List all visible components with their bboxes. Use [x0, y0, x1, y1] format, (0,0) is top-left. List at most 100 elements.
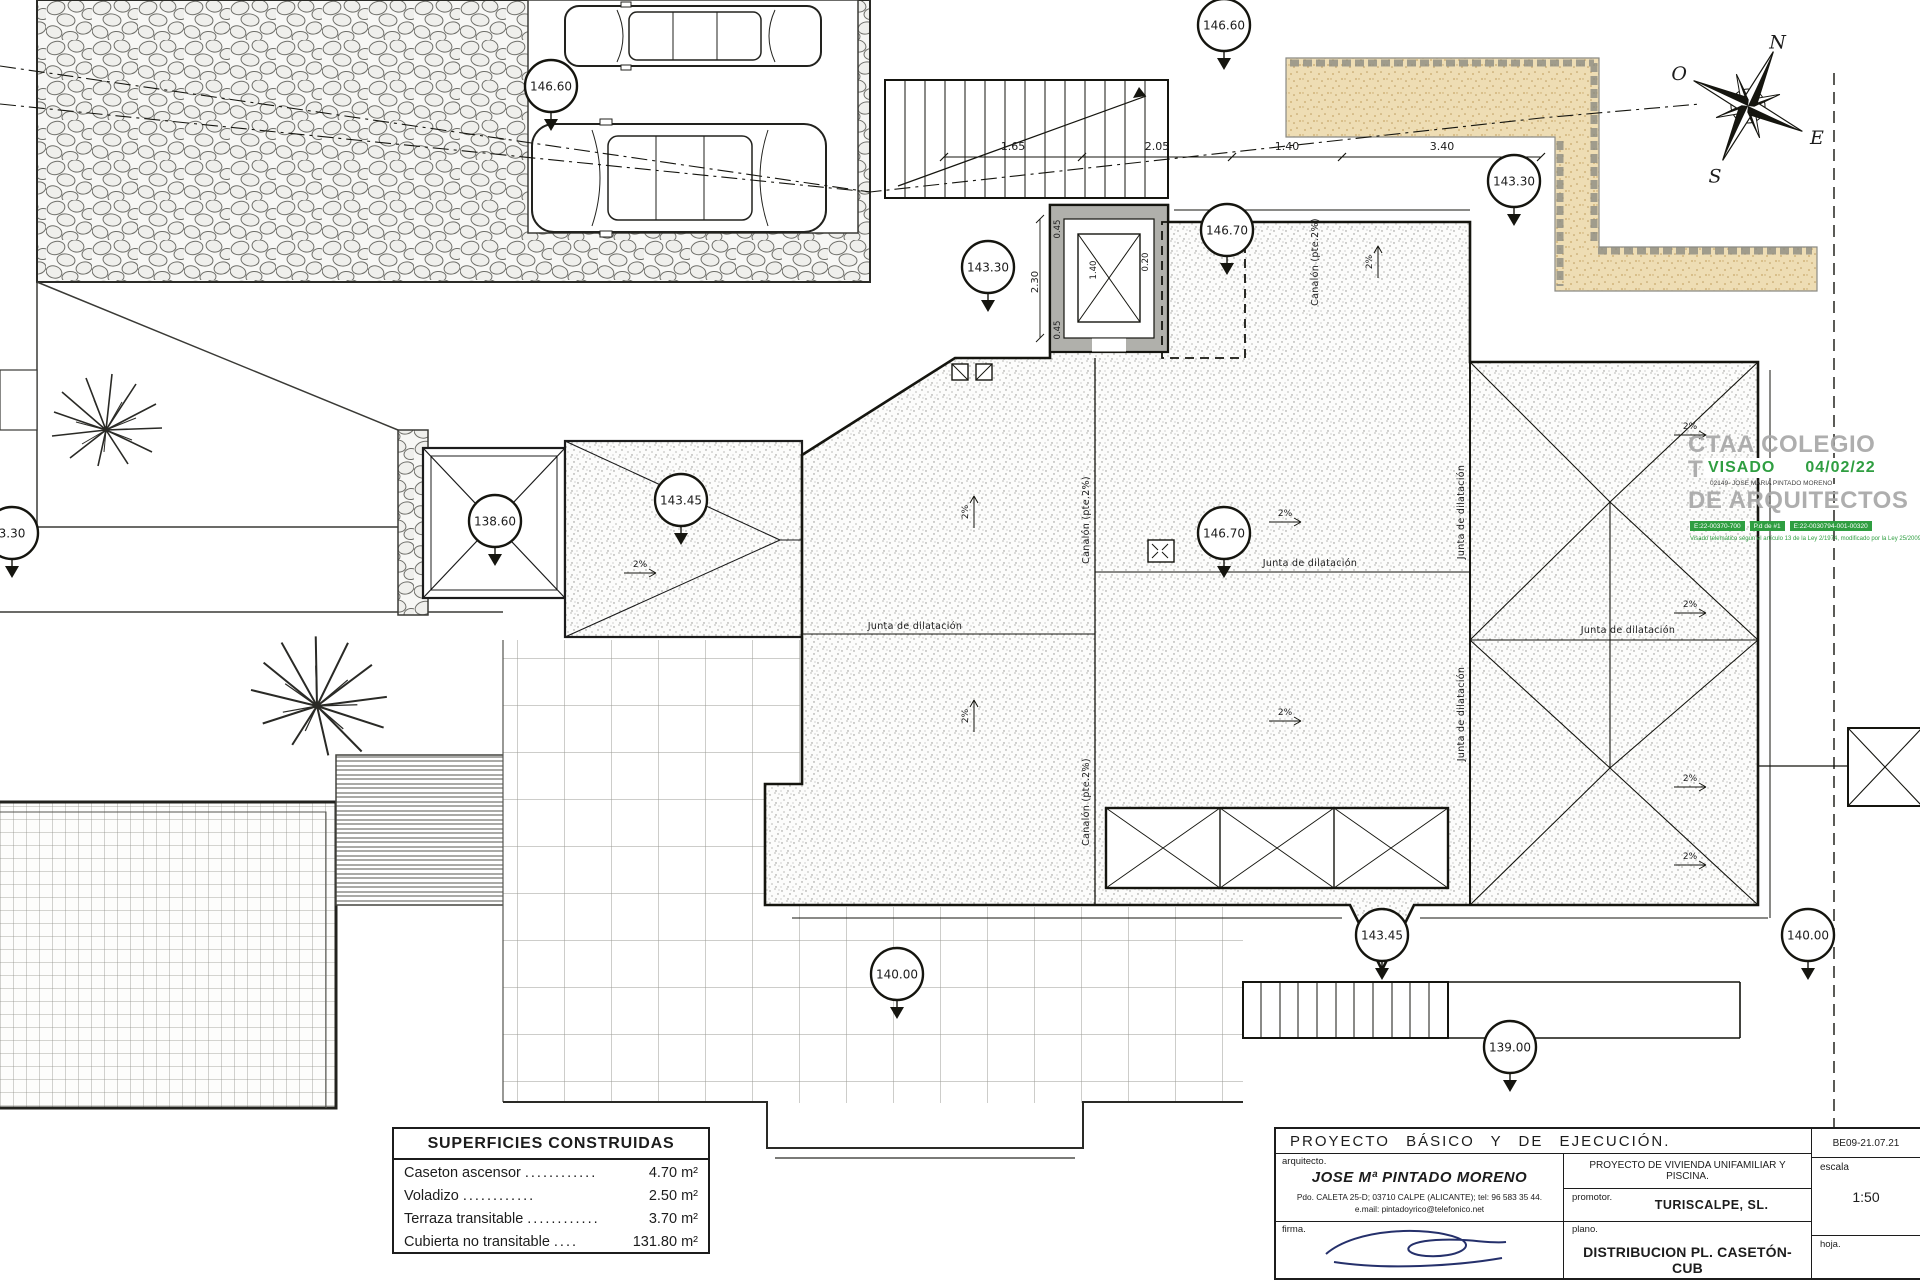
architect-address: Pdo. CALETA 25-D; 03710 CALPE (ALICANTE)…: [1296, 1192, 1543, 1203]
architect-label: arquitecto.: [1282, 1156, 1327, 1168]
svg-text:146.60: 146.60: [530, 80, 572, 94]
svg-text:143.45: 143.45: [660, 494, 702, 508]
sand-path: [1285, 57, 1818, 292]
svg-text:138.60: 138.60: [474, 515, 516, 529]
signature-cell: firma.: [1276, 1222, 1564, 1278]
svg-text:Canalón (pte.2%): Canalón (pte.2%): [1081, 476, 1092, 564]
svg-text:0.45: 0.45: [1053, 321, 1063, 340]
svg-text:2%: 2%: [1683, 600, 1698, 610]
compass-rose: N E S O: [1671, 32, 1824, 188]
scale-label: escala: [1820, 1162, 1849, 1173]
svg-text:146.70: 146.70: [1206, 224, 1248, 238]
elevation-marker: 143.45: [1354, 907, 1410, 980]
elevation-marker: 146.70: [1199, 202, 1255, 275]
planter-box: [0, 369, 38, 431]
svg-text:143.30: 143.30: [967, 261, 1009, 275]
visado-row: VISADO 04/02/22: [1704, 458, 1884, 478]
plant-agave: [51, 373, 163, 467]
roof-eaves-lines: [792, 209, 1771, 919]
signature-scribble: [1325, 1230, 1507, 1268]
table-row: Cubierta no transitable .... 131.80 m²: [394, 1229, 708, 1252]
plan-name: DISTRIBUCION PL. CASETÓN-CUB: [1583, 1244, 1792, 1276]
skylight-lattice: [1104, 806, 1450, 890]
project-header: PROYECTO BÁSICO Y DE EJECUCIÓN.: [1276, 1129, 1811, 1155]
terrace-grid: [502, 640, 1243, 1159]
elevation-marker: 146.60: [1196, 0, 1252, 70]
dot-leader: ............: [527, 1211, 600, 1227]
elevation-marker: 146.70: [1196, 505, 1252, 578]
architect-email: e.mail: pintadoyrico@telefonico.net: [1354, 1203, 1485, 1214]
elevation-marker: 140.00: [869, 946, 925, 1019]
dimension-label: 1.65: [1001, 140, 1026, 153]
plan-name-cell: plano. DISTRIBUCION PL. CASETÓN-CUB: [1564, 1222, 1811, 1278]
drain-icon: [1147, 539, 1175, 563]
svg-text:2%: 2%: [1683, 422, 1698, 432]
elevation-marker: 138.60: [467, 493, 523, 566]
svg-text:2%: 2%: [1683, 852, 1698, 862]
svg-text:2%: 2%: [1278, 708, 1293, 718]
sheet-cell: hoja.: [1820, 1239, 1841, 1250]
stairs-top: [884, 79, 1169, 199]
stamp-code-chip: E:22-00370-700: [1690, 521, 1745, 531]
scale-value: 1:50: [1852, 1189, 1880, 1205]
pool-steps: [335, 754, 513, 906]
svg-text:Junta de dilatación: Junta de dilatación: [1456, 465, 1467, 560]
visado-stamp: CTAA COLEGIO TERRITORIAL DE ARQUITECTOS …: [1688, 433, 1920, 545]
visado-date: 04/02/22: [1805, 459, 1876, 476]
sight-line: [0, 103, 1701, 193]
svg-text:2%: 2%: [1365, 254, 1375, 269]
table-row: Caseton ascensor ............ 4.70 m²: [394, 1160, 708, 1183]
surface-label: Cubierta no transitable: [404, 1234, 550, 1250]
svg-text:Junta de dilatación: Junta de dilatación: [867, 621, 962, 632]
svg-text:Junta de dilatación: Junta de dilatación: [1580, 625, 1675, 636]
right-caseton: [1758, 727, 1920, 807]
car-top: [564, 1, 822, 71]
svg-text:146.60: 146.60: [1203, 19, 1245, 33]
dot-leader: ............: [462, 1188, 536, 1204]
collegiate-number: 02149- JOSE MARIA PINTADO MORENO: [1710, 480, 1833, 487]
svg-text:Canalón (pte.2%): Canalón (pte.2%): [1081, 758, 1092, 846]
surface-value: 131.80 m²: [632, 1234, 698, 1250]
elevation-marker: 146.60: [523, 58, 579, 131]
slope-arrows: 2% 2% 2% 2% 2% 2% 2% 2% 2% 2%: [624, 245, 1707, 870]
compass-east-label: E: [1809, 127, 1824, 149]
dimension-string: 1.65 2.05 1.40 3.40: [939, 140, 1546, 162]
svg-text:2%: 2%: [961, 708, 971, 723]
overhang-dashed-outline: [1161, 221, 1246, 359]
surfaces-table: SUPERFICIES CONSTRUIDAS Caseton ascensor…: [392, 1127, 710, 1254]
svg-text:140.00: 140.00: [1787, 929, 1829, 943]
promoter-label: promotor.: [1572, 1192, 1613, 1203]
svg-text:0.45: 0.45: [1053, 220, 1063, 239]
dimension-label: 2.05: [1145, 140, 1170, 153]
svg-text:0.20: 0.20: [1141, 253, 1151, 272]
dot-leader: ............: [524, 1165, 598, 1181]
surfaces-table-title: SUPERFICIES CONSTRUIDAS: [394, 1129, 708, 1160]
table-row: Voladizo ............ 2.50 m²: [394, 1183, 708, 1206]
elevation-marker: 143.45: [653, 472, 709, 545]
svg-text:143.30: 143.30: [1493, 175, 1535, 189]
elevation-marker: 139.00: [1482, 1019, 1538, 1092]
architect-cell: arquitecto. JOSE Mª PINTADO MORENO Pdo. …: [1276, 1154, 1564, 1221]
svg-text:2%: 2%: [961, 504, 971, 519]
compass-south-label: S: [1709, 166, 1722, 188]
project-title: PROYECTO DE VIVIENDA UNIFAMILIAR Y PISCI…: [1564, 1154, 1811, 1189]
surface-label: Voladizo: [404, 1188, 459, 1204]
dimension-label: 3.40: [1430, 140, 1455, 153]
stamp-note: Visado telemático según el artículo 13 d…: [1690, 536, 1920, 542]
svg-text:Canalón (pte.2%): Canalón (pte.2%): [1310, 218, 1321, 306]
car-bottom: [531, 118, 827, 238]
elevation-marker: 140.00: [1780, 907, 1836, 980]
elevation-marker: 143.30: [960, 239, 1016, 312]
project-ref: BE09-21.07.21: [1812, 1129, 1920, 1158]
surface-value: 4.70 m²: [648, 1165, 698, 1181]
stamp-org-line1: CTAA COLEGIO: [1688, 431, 1876, 458]
table-row: Terraza transitable ............ 3.70 m²: [394, 1206, 708, 1229]
svg-text:2%: 2%: [1278, 509, 1293, 519]
surface-value: 2.50 m²: [648, 1188, 698, 1204]
stairs-bottom: [1242, 981, 1741, 1039]
plant-shrub: [237, 616, 408, 774]
sight-line: [0, 65, 871, 193]
svg-text:139.00: 139.00: [1489, 1041, 1531, 1055]
